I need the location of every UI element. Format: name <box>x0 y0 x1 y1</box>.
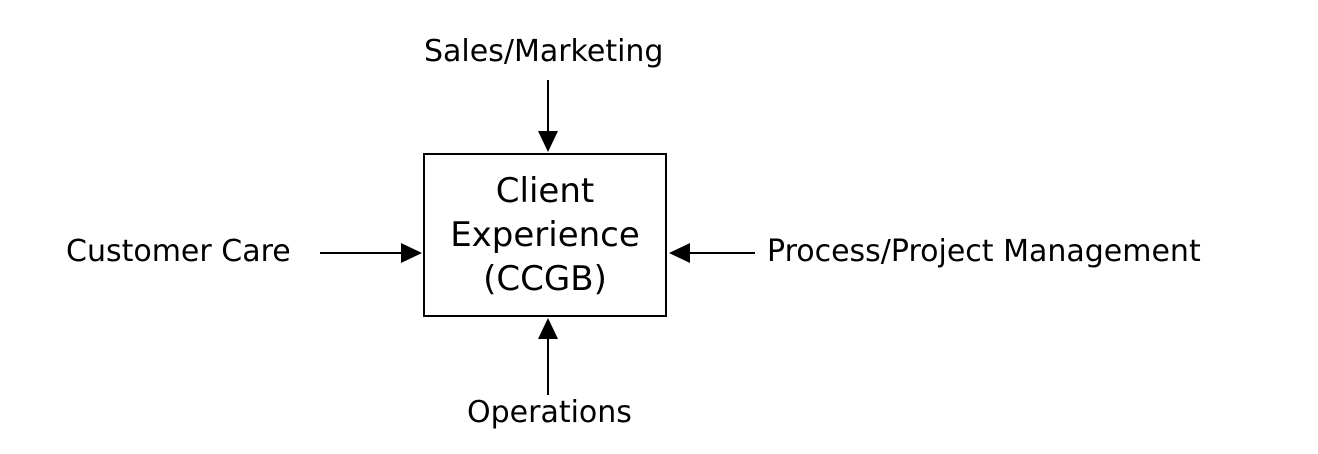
input-label-process-project-management: Process/Project Management <box>767 234 1201 269</box>
arrow-right <box>669 243 755 263</box>
center-node-client-experience: Client Experience (CCGB) <box>423 153 667 317</box>
center-node-line-1: Client <box>495 171 595 211</box>
arrow-left <box>320 243 422 263</box>
input-label-customer-care: Customer Care <box>66 234 291 269</box>
center-node-line-3: (CCGB) <box>483 259 607 299</box>
arrow-top <box>538 80 558 152</box>
input-label-operations: Operations <box>467 395 632 430</box>
center-node-line-2: Experience <box>450 215 640 255</box>
arrow-bottom <box>538 318 558 395</box>
input-label-sales-marketing: Sales/Marketing <box>424 34 664 69</box>
